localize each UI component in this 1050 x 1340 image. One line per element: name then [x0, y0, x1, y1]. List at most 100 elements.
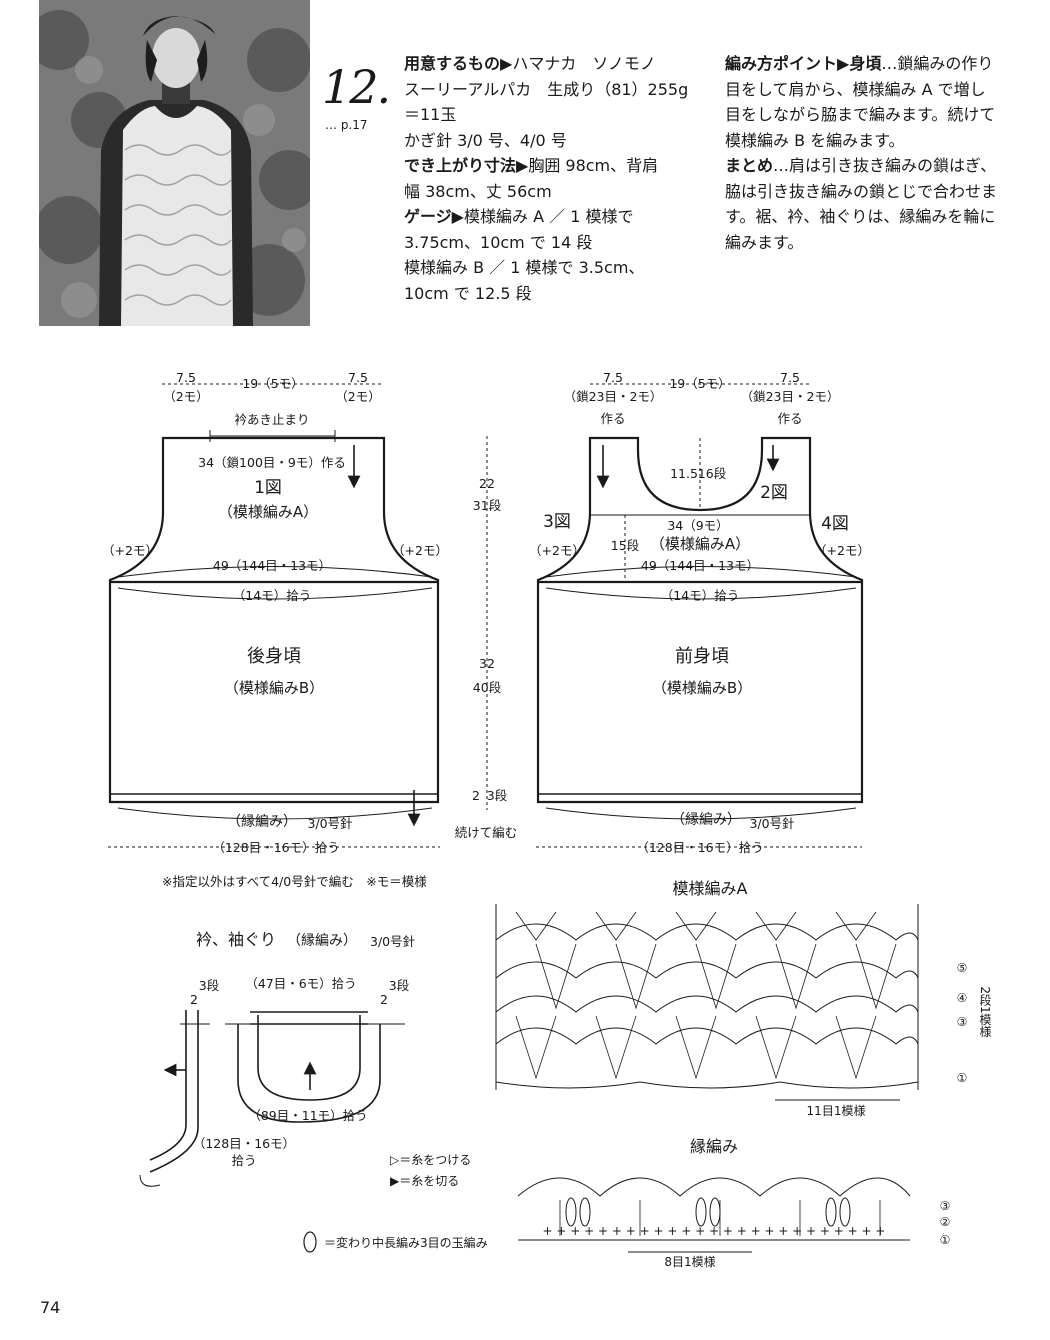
back-top-right: 7.5 [348, 370, 368, 385]
collar-rows-right-unit: 3段 [389, 978, 409, 993]
size-line-2: 幅 38cm、丈 56cm [404, 181, 552, 201]
puff-stitch-icon [303, 1231, 317, 1253]
front-outline [536, 436, 864, 804]
front-neck-h: 11.5 [670, 466, 698, 481]
chart-a-row-2 [495, 1027, 919, 1045]
chart-edge-scallops [517, 1177, 911, 1197]
gauge-line-3: 模様編み B ／ 1 模様で 3.5cm、 [404, 258, 645, 277]
page-reference: … p.17 [325, 118, 368, 132]
yarn-line-2: スーリーアルパカ 生成り（81）255g [404, 79, 689, 99]
size-line-1: 胸囲 98cm、背肩 [528, 156, 659, 175]
continue-label: 続けて編む [455, 825, 518, 840]
front-pattern-b: （模様編みB） [652, 679, 752, 697]
front-top-mid: 19（5モ） [669, 376, 730, 391]
chart-edge-stitches: + + + + + + + + + + + + + + + + + + + + … [543, 1224, 886, 1238]
back-inc-right: （+2モ） [392, 543, 448, 558]
front-fig4: 4図 [821, 514, 849, 534]
collar-pick89: （89目・11モ）拾う [248, 1108, 367, 1123]
collar-armhole-diagram: 衿、袖ぐり （縁編み） 3/0号針 2 3段 （47目・6モ）拾う [139, 930, 416, 1187]
back-chain: 34（鎖100目・9モ）作る [198, 455, 346, 470]
method-heading: 編み方ポイント▶ [725, 54, 850, 73]
gauge-line-2: 3.75cm、10cm で 14 段 [404, 232, 593, 252]
hook-note: ※指定以外はすべて4/0号針で編む ※モ＝模様 [162, 874, 427, 889]
method-line-1: …鎖編みの作り [881, 54, 994, 73]
front-width-arc [545, 566, 857, 578]
finishing-label: まとめ [725, 156, 774, 175]
chart-a-repeat: 11目1模様 [807, 1104, 866, 1118]
front-pick14: （14モ）拾う [661, 588, 739, 603]
back-top-left: 7.5 [176, 370, 196, 385]
armhole-pick128-b: 拾う [231, 1153, 256, 1168]
chart-a-repeat-rows: 2段1模様 [978, 986, 992, 1037]
gauge-line-1: 模様編み A ／ 1 模様で [464, 207, 634, 226]
front-neck-rows: 16段 [698, 466, 726, 481]
chart-edging: 縁編み + + + + + + + + + + + + + + + + + + … [517, 1137, 951, 1269]
method-column: 編み方ポイント▶身頃…鎖編みの作り 目をして肩から、模様編み A で増し 目をし… [725, 51, 1015, 255]
front-pattern-a: （模様編みA） [650, 535, 750, 553]
front-pick128: （128目・16モ）拾う [636, 840, 763, 855]
front-top-left-sub: （鎖23目・2モ） [564, 389, 663, 404]
legend-puff: ＝変わり中長編み3目の玉編み [324, 1235, 488, 1250]
back-body-schematic [108, 383, 440, 848]
front-labels: 7.5 （鎖23目・2モ） 作る 19（5モ） 7.5 （鎖23目・2モ） 作る… [529, 370, 870, 855]
front-inc-right: （+2モ） [814, 543, 870, 558]
chart-a-title: 模様編みA [673, 879, 748, 898]
method-line-4: 模様編み B を編みます。 [725, 130, 905, 150]
front-top-left: 7.5 [603, 370, 623, 385]
materials-heading: 用意するもの▶ [404, 54, 513, 73]
collar-rows-right: 2 [380, 992, 388, 1007]
front-top-right: 7.5 [780, 370, 800, 385]
front-fig2: 2図 [760, 483, 788, 503]
collar-rows-left-unit: 3段 [199, 978, 219, 993]
chart-a-row-1 [495, 1081, 919, 1089]
back-inc-left: （+2モ） [102, 543, 158, 558]
center-dimension: 22 31段 32 40段 2 3段 [472, 436, 507, 810]
yarn-line-3: ＝11玉 [404, 105, 457, 124]
chart-edge-title: 縁編み [690, 1137, 738, 1156]
chart-a-row-label-3: ③ [957, 1015, 968, 1029]
chart-edge-row-label-2: ② [940, 1215, 951, 1229]
size-heading: でき上がり寸法▶ [404, 156, 529, 175]
collar-band-inner [257, 1015, 361, 1101]
gauge-line-4: 10cm で 12.5 段 [404, 283, 532, 303]
method-body-label: 身頃 [849, 54, 882, 73]
chart-a-row-4 [495, 961, 919, 979]
back-edge: （縁編み） [227, 814, 297, 830]
front-fig3: 3図 [543, 512, 571, 532]
legend: ▷＝糸をつける ▶＝糸を切る ＝変わり中長編み3目の玉編み [303, 1153, 488, 1253]
collar-pick47: （47目・6モ）拾う [245, 976, 356, 991]
front-body-schematic [536, 383, 864, 848]
front-top-right-make: 作る [777, 411, 802, 426]
front-w34: 34（9モ） [667, 518, 728, 533]
collar-hook: 3/0号針 [370, 934, 416, 949]
chart-a-row-label-1: ① [957, 1071, 968, 1085]
chart-pattern-a: 模様編みA ⑤ ④ ③ ① 2段1模様 [495, 879, 992, 1118]
front-edge-hook: 3/0号針 [749, 816, 795, 831]
front-side-rows: 15段 [611, 538, 639, 553]
back-width-arc [117, 566, 433, 578]
dim-32: 32 [479, 656, 495, 671]
back-top-right-sub: （2モ） [335, 389, 380, 404]
back-pick-arc [117, 587, 433, 600]
yarn-line-1: ハマナカ ソノモノ [512, 54, 656, 73]
materials-column: 用意するもの▶ハマナカ ソノモノ スーリーアルパカ 生成り（81）255g ＝1… [404, 51, 709, 306]
chart-a-row-label-4: ④ [957, 991, 968, 1005]
back-width49: 49（144目・13モ） [213, 558, 331, 573]
chart-a-row-3 [495, 995, 919, 1013]
method-line-3: 目をしながら脇まで編みます。続けて [725, 105, 996, 124]
dim-22: 22 [479, 476, 495, 491]
method-line-2: 目をして肩から、模様編み A で増し [725, 79, 986, 99]
hook-size: かぎ針 3/0 号、4/0 号 [404, 130, 567, 150]
dim-22-rows: 31段 [473, 498, 501, 513]
back-title: 後身頃 [247, 646, 301, 667]
back-top-mid: 19（5モ） [242, 376, 303, 391]
page-number: 74 [40, 1298, 61, 1317]
front-top-left-make: 作る [600, 411, 625, 426]
back-hem-arc [117, 807, 433, 820]
chart-edge-row-label-1: ① [940, 1233, 951, 1247]
back-pick128: （128目・16モ）拾う [212, 840, 339, 855]
legend-attach: ▷＝糸をつける [390, 1153, 471, 1167]
legend-cut: ▶＝糸を切る [390, 1174, 459, 1188]
back-labels: 7.5 （2モ） 19（5モ） 7.5 （2モ） 衿あき止まり 34（鎖100目… [102, 370, 517, 855]
